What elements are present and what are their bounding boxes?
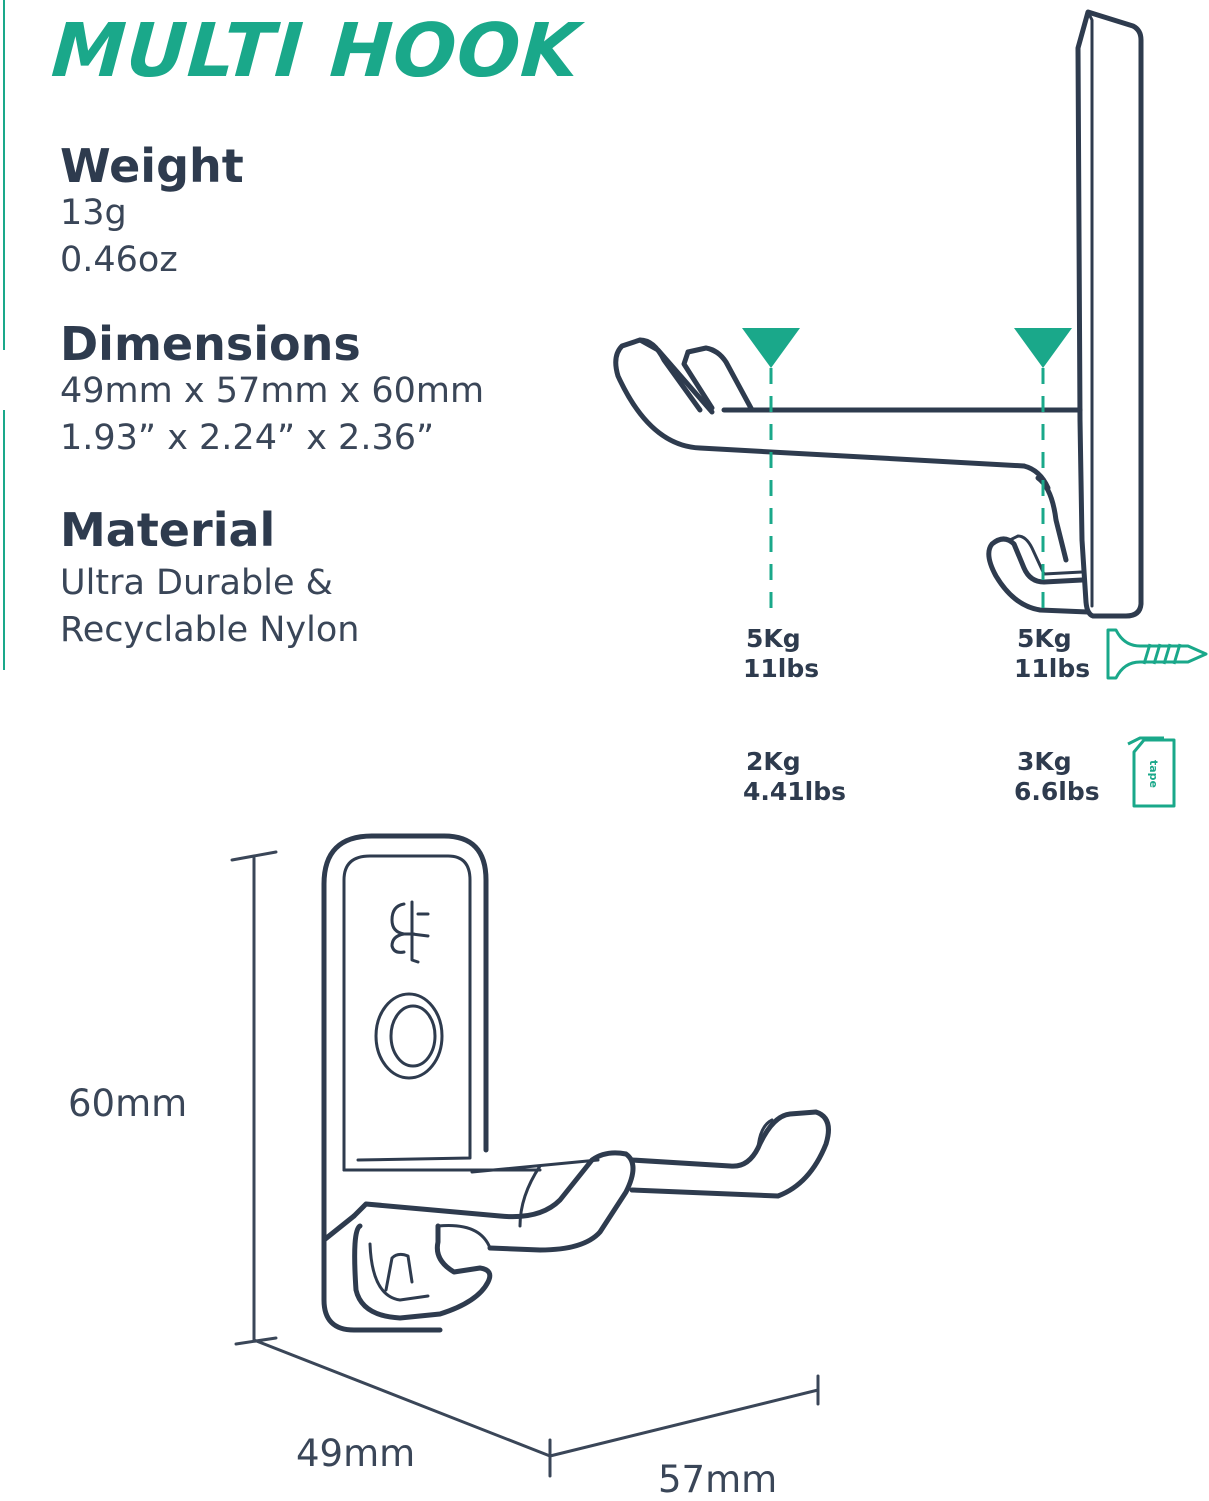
logo-icon xyxy=(390,900,430,964)
load-tape-rear: 3Kg 6.6lbs xyxy=(1014,747,1100,807)
spec-value: Ultra Durable & xyxy=(60,563,333,604)
spec-weight: Weight 13g 0.46oz xyxy=(60,142,244,284)
spec-value: 49mm x 57mm x 60mm xyxy=(60,371,485,412)
load-kg: 3Kg xyxy=(1017,747,1072,776)
load-point-front xyxy=(742,328,800,618)
load-lbs: 6.6lbs xyxy=(1014,777,1100,806)
hook-perspective-view xyxy=(321,833,831,1333)
dimension-height-label: 60mm xyxy=(68,1082,188,1125)
load-kg: 5Kg xyxy=(1017,624,1072,653)
spec-value: 0.46oz xyxy=(60,240,178,281)
load-tape-front: 2Kg 4.41lbs xyxy=(743,747,847,807)
load-kg: 5Kg xyxy=(746,624,801,653)
dimension-lines xyxy=(230,850,820,1478)
tape-label: tape xyxy=(1147,760,1160,788)
spec-value: Recyclable Nylon xyxy=(60,610,360,651)
load-screw-front: 5Kg 11lbs xyxy=(743,624,820,684)
load-point-rear xyxy=(1014,328,1072,618)
spec-material: Material Ultra Durable & Recyclable Nylo… xyxy=(60,506,359,654)
spec-heading: Material xyxy=(60,503,276,557)
spec-value: 1.93” x 2.24” x 2.36” xyxy=(60,418,435,459)
load-lbs: 11lbs xyxy=(1014,654,1091,683)
spec-value: 13g xyxy=(60,193,127,234)
accent-rule-top xyxy=(3,0,5,350)
screw-icon xyxy=(1106,628,1208,680)
load-kg: 2Kg xyxy=(746,747,801,776)
accent-rule-bottom xyxy=(3,410,5,670)
dimension-depth-label: 57mm xyxy=(658,1458,778,1501)
spec-heading: Dimensions xyxy=(60,317,361,371)
spec-heading: Weight xyxy=(60,139,244,193)
load-screw-rear: 5Kg 11lbs xyxy=(1014,624,1091,684)
tape-icon: tape xyxy=(1127,736,1176,808)
dimension-width-label: 49mm xyxy=(296,1432,416,1475)
spec-dimensions: Dimensions 49mm x 57mm x 60mm 1.93” x 2.… xyxy=(60,320,484,462)
load-lbs: 11lbs xyxy=(743,654,820,683)
load-lbs: 4.41lbs xyxy=(743,777,847,806)
hook-side-view xyxy=(613,9,1144,619)
load-point-arrow-icon xyxy=(1014,328,1072,368)
load-point-arrow-icon xyxy=(742,328,800,368)
